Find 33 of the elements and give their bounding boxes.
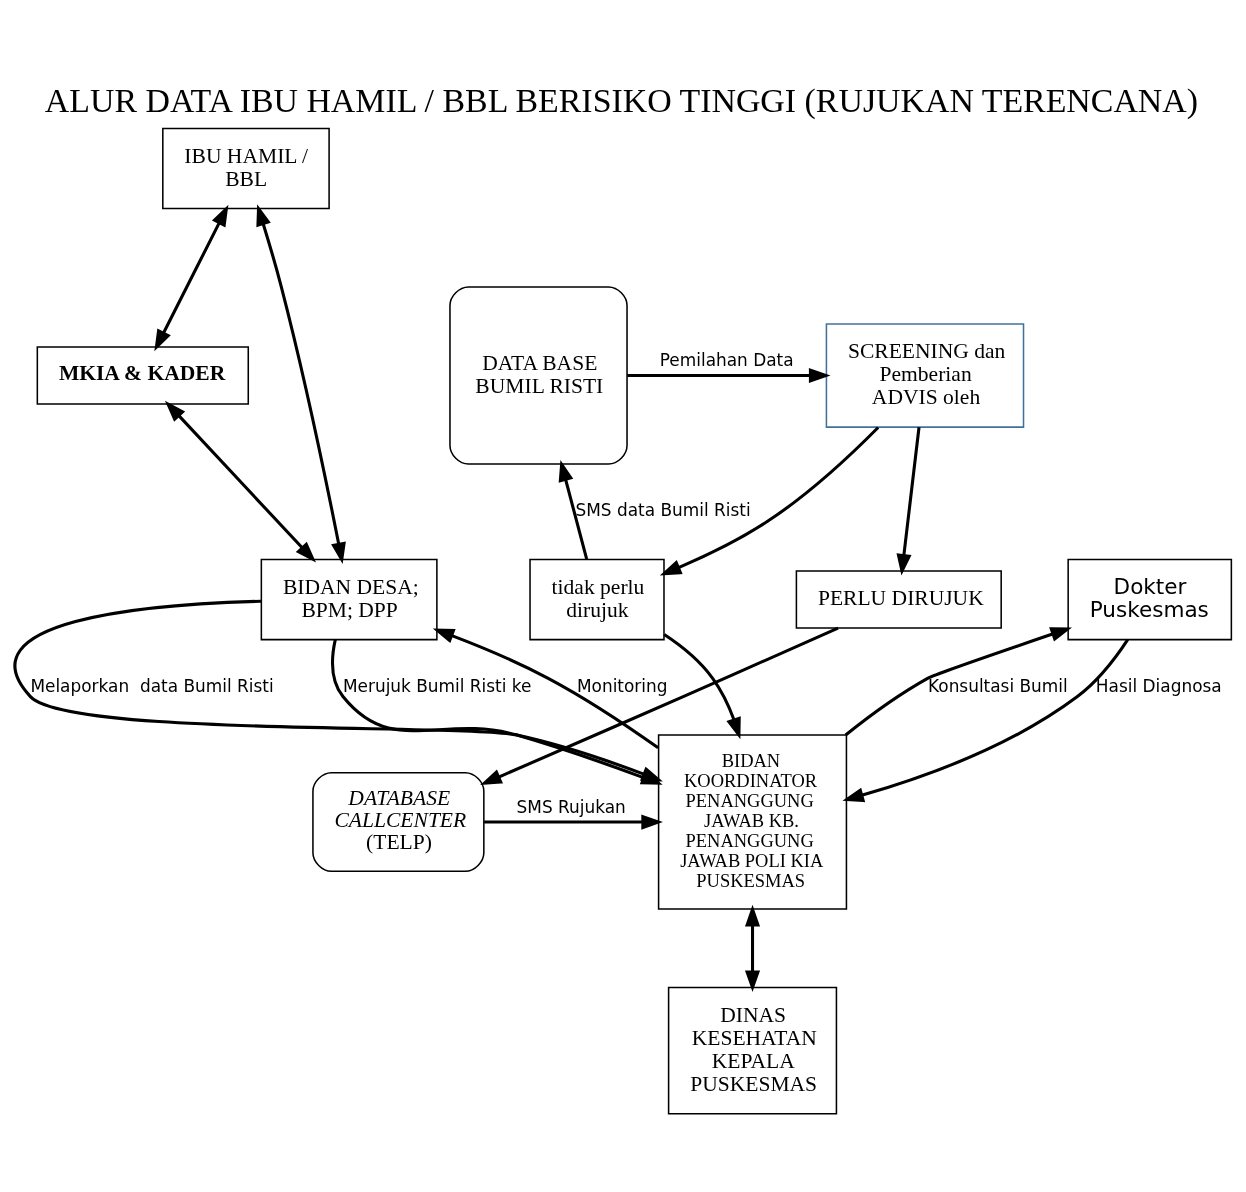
edge-label: Hasil Diagnosa [1095,675,1222,696]
arrow [558,459,589,559]
node-box: IBU HAMIL / BBL [162,127,330,209]
edge-label: Pemilahan Data [659,349,794,370]
node-box: DINAS KESEHATAN KEPALA PUSKESMAS [667,986,838,1115]
arrow [663,632,741,739]
arrow [627,367,831,383]
edge-label: Monitoring [576,675,668,696]
edge-label: Konsultasi Bumil [928,675,1068,696]
node-box: PERLU DIRUJUK [795,569,1002,629]
arrow [484,814,663,830]
arrow [154,204,229,351]
arrow [842,638,1129,802]
edge-label: SMS Rujukan [516,796,626,817]
node-box: MKIA & KADER [36,345,250,405]
node-box: DATA BASE BUMIL RISTI [449,285,628,465]
node-box: BIDAN KOORDINATOR PENANGGUNG JAWAB KB. PENANGGUNG JAWAB POLI KIA PUSKESMAS [657,733,848,910]
node-box: DATABASE CALLCENTER (TELP) [312,771,485,872]
arrow [844,626,1072,736]
node-box: SCREENING dan Pemberian ADVIS oleh [825,322,1025,428]
arrow [164,400,317,563]
node-box: Dokter Puskesmas [1067,558,1233,640]
arrow [896,426,921,576]
arrow [744,904,761,992]
edge-label: Merujuk Bumil Risti ke [342,675,532,696]
arrow [432,627,659,749]
edge-label: SMS data Bumil Risti [575,499,751,520]
node-box: tidak perlu dirujuk [529,558,665,640]
arrow [256,203,346,564]
arrow [659,425,880,575]
edge-label: Melaporkan data Bumil Risti [30,675,274,696]
node-box: BIDAN DESA; BPM; DPP [260,558,438,640]
diagram-title: ALUR DATA IBU HAMIL / BBL BERISIKO TINGGI (RUJUKAN TERENCANA) [44,81,1199,119]
